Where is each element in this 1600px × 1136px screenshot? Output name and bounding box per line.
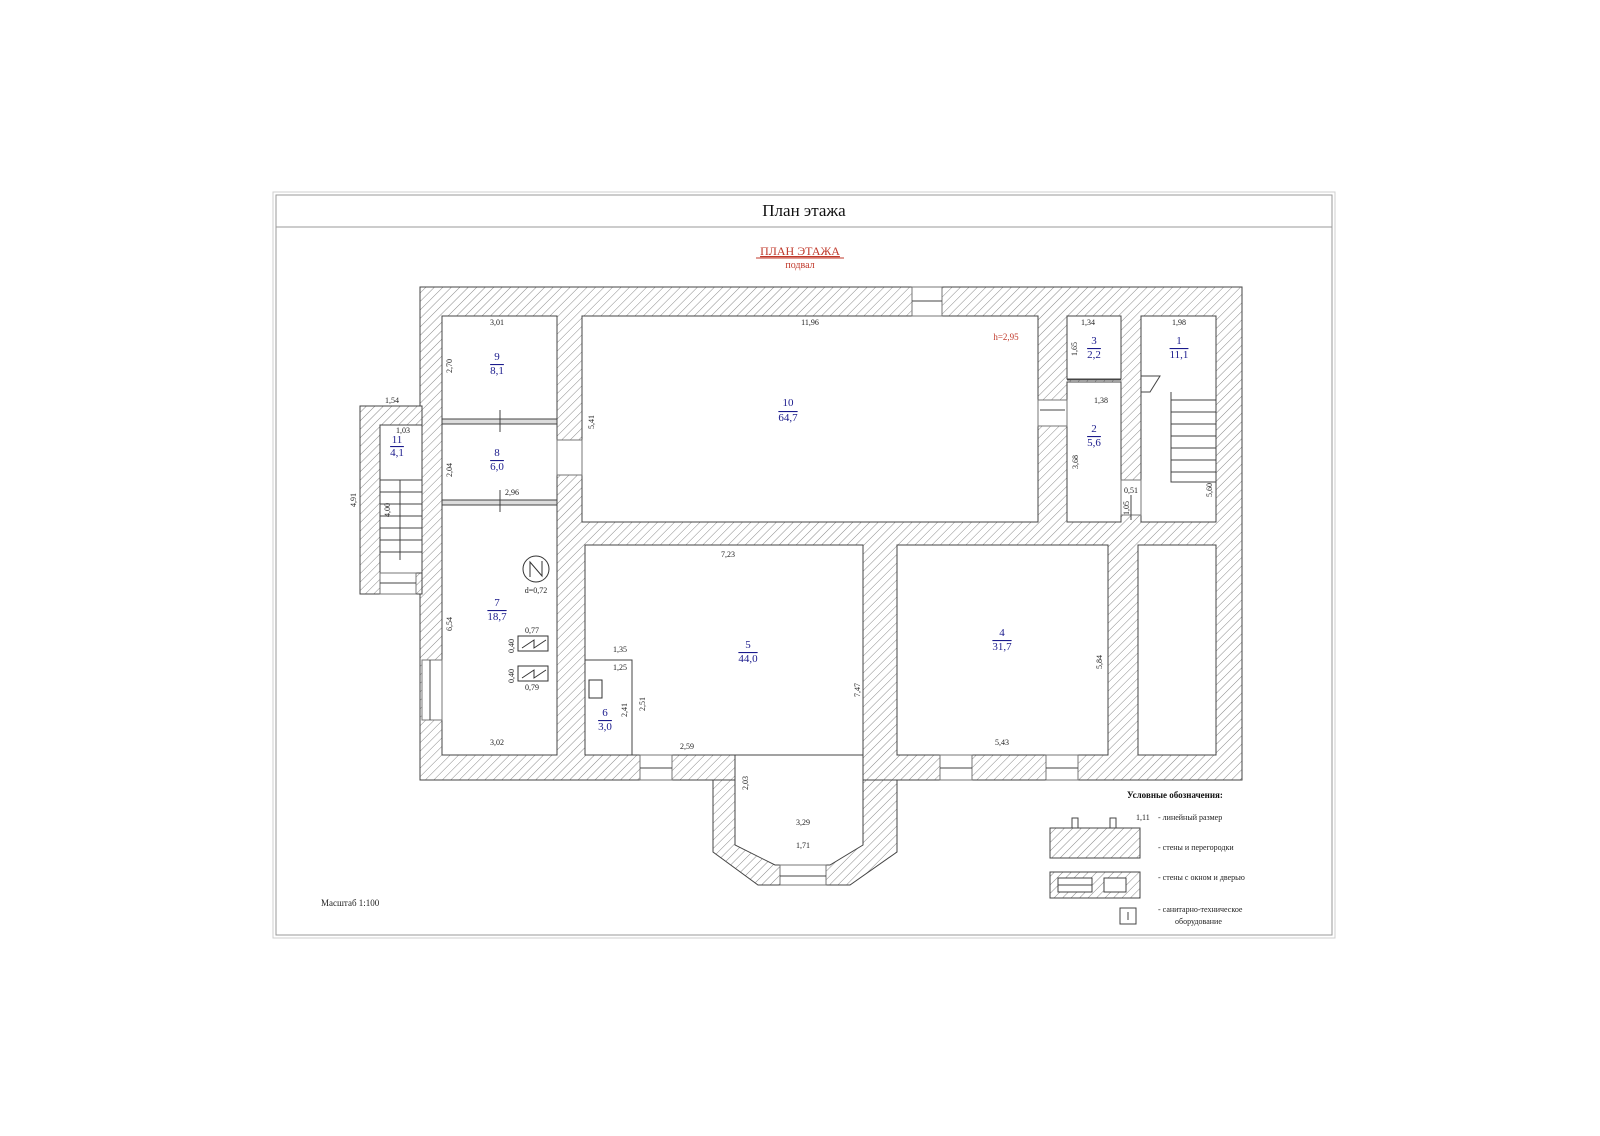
legend: Условные обозначения: 1,11 - линейный ра… <box>1049 790 1245 926</box>
dim-r7-e1w: 0,77 <box>525 626 539 635</box>
sheet-frame <box>272 191 1336 939</box>
room-1-number: 1 <box>1176 335 1182 347</box>
dim-r11-height2: 4,00 <box>383 503 392 517</box>
legend-sanitary-sample <box>1119 907 1137 925</box>
room-1-area <box>1140 315 1217 523</box>
dim-bay-width2: 1,71 <box>796 841 810 850</box>
dim-r8-width: 2,96 <box>505 488 519 497</box>
room-7-area <box>441 504 558 756</box>
dim-r11-height: 4,91 <box>349 493 358 507</box>
stairs-room-11 <box>380 479 422 560</box>
dim-r6-h1: 2,41 <box>620 703 629 717</box>
dim-r6-h2: 2,51 <box>638 697 647 711</box>
legend-dimension-sample <box>1049 817 1141 859</box>
dim-r1-height: 5,60 <box>1205 483 1214 497</box>
equipment-symbol-2 <box>517 665 549 682</box>
dim-r11-width: 1,54 <box>385 396 399 405</box>
room-9-area: 8,1 <box>490 365 504 377</box>
dim-r6-w1: 1,35 <box>613 645 627 654</box>
dim-r11-width2: 1,03 <box>396 426 410 435</box>
room-4-area <box>896 544 1109 756</box>
room-interiors <box>379 315 1217 866</box>
room-9-area <box>441 315 558 420</box>
room-3-number: 3 <box>1091 335 1097 347</box>
room-8-area: 6,0 <box>490 461 504 473</box>
dim-r8-height: 2,04 <box>445 463 454 477</box>
dim-r9-width: 3,01 <box>490 318 504 327</box>
room-2-area: 5,6 <box>1087 437 1101 449</box>
dim-r6-w2: 1,25 <box>613 663 627 672</box>
dim-r4-height: 5,84 <box>1095 655 1104 669</box>
dim-r2-b: 1,05 <box>1122 501 1131 515</box>
stairs-room-1 <box>1141 375 1216 483</box>
dim-bay-width: 3,29 <box>796 818 810 827</box>
scale-label: Масштаб 1:100 <box>321 898 380 908</box>
dim-r7-e2h: 0,40 <box>507 669 516 683</box>
room-4-number: 4 <box>999 627 1005 639</box>
dim-r7-e2w: 0,79 <box>525 683 539 692</box>
doors-and-partitions <box>379 286 1142 886</box>
dim-r3-height: 1,65 <box>1070 342 1079 356</box>
room-4-area: 31,7 <box>992 641 1012 653</box>
room-10-number: 10 <box>783 397 795 409</box>
dim-r5-height: 7,47 <box>853 683 862 697</box>
legend-item-walls: - стены и перегородки <box>1158 843 1234 852</box>
equipment-symbol-1 <box>517 635 549 652</box>
room-3-area: 2,2 <box>1087 349 1101 361</box>
room-labels: 1 11,1 2 5,6 3 2,2 4 31,7 5 44,0 6 3,0 7… <box>390 335 1188 733</box>
ceiling-height-label: h=2,95 <box>993 332 1019 342</box>
dim-r3-width: 1,34 <box>1081 318 1095 327</box>
dim-r7-height: 6,54 <box>445 617 454 631</box>
room-10-area: 64,7 <box>778 412 798 424</box>
room-11-area <box>379 424 423 574</box>
dim-r4-width: 5,43 <box>995 738 1009 747</box>
room-1-area: 11,1 <box>1170 349 1189 361</box>
room-7-number: 7 <box>494 597 500 609</box>
room-10-area <box>581 315 1039 523</box>
dim-bay-height: 2,03 <box>741 776 750 790</box>
page-title: План этажа <box>762 201 846 220</box>
legend-item-walls-window-door: - стены с окном и дверью <box>1158 873 1245 882</box>
bay-interior <box>734 754 864 866</box>
dim-r2-width: 1,38 <box>1094 396 1108 405</box>
dim-r7-e1h: 0,40 <box>507 639 516 653</box>
dimension-labels: 3,01 2,70 11,96 5,41 1,34 1,65 1,98 5,60… <box>349 318 1214 850</box>
room-6-number: 6 <box>602 707 608 719</box>
room-11-area: 4,1 <box>390 447 404 459</box>
room-2-number: 2 <box>1091 423 1097 435</box>
dim-r2-a: 0,51 <box>1124 486 1138 495</box>
room-7-area: 18,7 <box>487 611 507 623</box>
dim-r10-width: 11,96 <box>801 318 819 327</box>
room-2-area <box>1066 381 1122 523</box>
legend-item-sanitary: - санитарно-техническое <box>1158 905 1243 914</box>
dim-r5-b: 2,59 <box>680 742 694 751</box>
dim-r7-width: 3,02 <box>490 738 504 747</box>
room-6-area: 3,0 <box>598 721 612 733</box>
room-11-number: 11 <box>392 434 403 446</box>
plan-subtitle: подвал <box>785 260 814 271</box>
room-3-area <box>1066 315 1122 380</box>
legend-dim-sample: 1,11 <box>1136 813 1150 822</box>
room-east-area <box>1137 544 1217 756</box>
plan-title: ПЛАН ЭТАЖА <box>760 244 840 258</box>
legend-window-door-sample <box>1049 871 1141 899</box>
dim-r7-d: d=0,72 <box>525 586 548 595</box>
sink-symbol <box>588 679 603 699</box>
dim-r2-height: 3,68 <box>1071 455 1080 469</box>
dim-r10-height: 5,41 <box>587 415 596 429</box>
legend-item-linear-size: - линейный размер <box>1158 813 1222 822</box>
boiler-symbol <box>522 555 550 583</box>
room-5-area: 44,0 <box>738 653 758 665</box>
legend-title: Условные обозначения: <box>1127 790 1223 800</box>
legend-item-sanitary-2: оборудование <box>1175 917 1222 926</box>
dim-r9-height: 2,70 <box>445 359 454 373</box>
room-8-number: 8 <box>494 447 500 459</box>
dim-r1-width: 1,98 <box>1172 318 1186 327</box>
room-5-number: 5 <box>745 639 751 651</box>
dim-r5-width: 7,23 <box>721 550 735 559</box>
room-9-number: 9 <box>494 351 500 363</box>
